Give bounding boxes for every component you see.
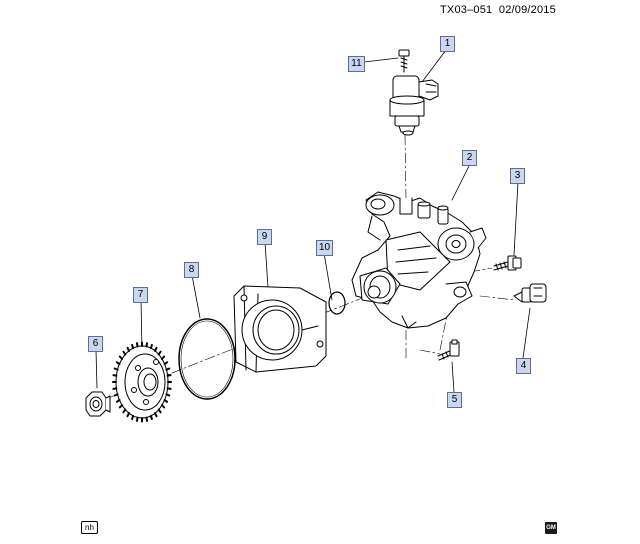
gear-tooth	[136, 416, 139, 422]
gear-tooth	[118, 355, 124, 360]
gear-tooth	[165, 367, 171, 371]
gear-tooth	[166, 374, 172, 377]
gear-tooth	[163, 399, 169, 403]
callout-1: 1	[440, 36, 455, 52]
document-id: TX03–051	[440, 4, 493, 16]
gear-tooth	[122, 408, 127, 414]
gear-tooth	[118, 404, 124, 409]
gear-tooth	[160, 355, 166, 360]
gear-tooth	[160, 404, 166, 409]
callout-4: 4	[516, 358, 531, 374]
gear-tooth	[131, 414, 135, 421]
gear-7	[112, 341, 172, 423]
gear-tooth	[131, 343, 135, 350]
gear-tooth	[113, 367, 119, 371]
o-ring-10	[328, 291, 346, 315]
callout-10: 10	[316, 240, 333, 256]
sensor-4	[513, 283, 547, 303]
gm-logo: GM	[545, 522, 557, 534]
bolt-5	[437, 339, 460, 361]
document-date: 02/09/2015	[498, 4, 556, 16]
callout-8: 8	[184, 262, 199, 278]
callout-11: 11	[348, 56, 365, 72]
callout-6: 6	[88, 336, 103, 352]
gear-tooth	[145, 342, 148, 348]
footer-note: nh	[81, 521, 98, 534]
nut-6	[85, 391, 111, 417]
callout-3: 3	[510, 168, 525, 184]
gear-tooth	[154, 346, 158, 352]
bolt-11	[398, 49, 410, 73]
gear-tooth	[112, 374, 118, 377]
callout-2: 2	[462, 150, 477, 166]
gear-tooth	[163, 361, 169, 365]
fuel-pump-body	[351, 191, 487, 329]
gear-tooth	[145, 416, 148, 422]
document-header: TX03–051 02/09/2015	[440, 4, 556, 16]
gear-tooth	[157, 408, 162, 414]
callout-7: 7	[133, 287, 148, 303]
gear-tooth	[157, 350, 162, 356]
pressure-control-valve-1	[389, 75, 439, 136]
gear-tooth	[126, 346, 130, 352]
gear-tooth	[122, 350, 127, 356]
gear-tooth	[112, 387, 118, 390]
gear-tooth	[149, 414, 153, 421]
gear-tooth	[136, 342, 139, 348]
gear-tooth	[113, 393, 119, 397]
gear-tooth	[165, 393, 171, 397]
gear-tooth	[115, 361, 121, 365]
gear-tooth	[166, 387, 172, 390]
gear-tooth	[154, 412, 158, 418]
callout-5: 5	[447, 392, 462, 408]
gear-tooth	[115, 399, 121, 403]
bolt-3	[493, 255, 522, 271]
gear-tooth	[126, 412, 130, 418]
o-ring-8	[178, 318, 236, 400]
gear-tooth	[149, 343, 153, 350]
callout-9: 9	[257, 229, 272, 245]
adapter-plate-9	[233, 285, 327, 373]
